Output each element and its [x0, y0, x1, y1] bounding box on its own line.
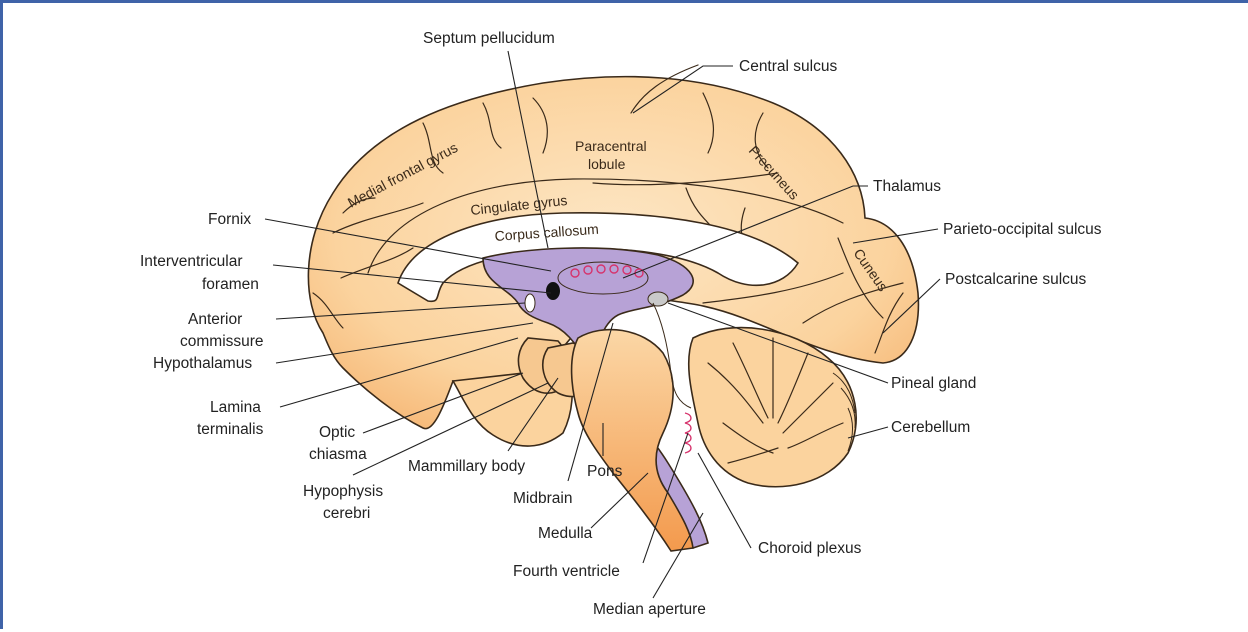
- label-pineal-gland: Pineal gland: [891, 375, 976, 392]
- label-optic-chiasma-line-2: chiasma: [309, 446, 367, 463]
- label-lamina-terminalis-line-2: terminalis: [197, 421, 264, 438]
- label-central-sulcus: Central sulcus: [739, 58, 837, 75]
- label-hypothalamus: Hypothalamus: [153, 355, 252, 372]
- label-postcalcarine-sulcus: Postcalcarine sulcus: [945, 271, 1087, 288]
- label-thalamus: Thalamus: [873, 178, 941, 195]
- label-cerebellum: Cerebellum: [891, 419, 970, 436]
- label-fornix: Fornix: [208, 211, 251, 228]
- brainstem: [572, 330, 693, 551]
- label-fourth-ventricle: Fourth ventricle: [513, 563, 620, 580]
- thalamus-body: [558, 262, 648, 294]
- label-septum-pellucidum: Septum pellucidum: [423, 30, 555, 47]
- paracentral-lobule-label-2: lobule: [588, 156, 626, 172]
- label-mammillary-body: Mammillary body: [408, 458, 525, 475]
- label-midbrain: Midbrain: [513, 490, 572, 507]
- anterior-commissure-body: [525, 294, 535, 312]
- label-hypophysis-line-2: cerebri: [323, 505, 370, 522]
- label-hypophysis-line-1: Hypophysis: [303, 483, 383, 500]
- brain-sagittal-diagram: Medial frontal gyrus Paracentral lobule …: [3, 3, 1248, 632]
- label-pons: Pons: [587, 463, 623, 480]
- label-anterior-commissure-line-1: Anterior: [188, 311, 242, 328]
- label-median-aperture: Median aperture: [593, 601, 706, 618]
- label-lamina-terminalis-line-1: Lamina: [210, 399, 261, 416]
- label-interventricular-line-2: foramen: [202, 276, 259, 293]
- label-medulla: Medulla: [538, 525, 593, 542]
- paracentral-lobule-label-1: Paracentral: [575, 138, 647, 154]
- label-anterior-commissure-line-2: commissure: [180, 333, 264, 350]
- label-parieto-occipital-sulcus: Parieto-occipital sulcus: [943, 221, 1102, 238]
- label-optic-chiasma-line-1: Optic: [319, 424, 355, 441]
- label-choroid-plexus: Choroid plexus: [758, 540, 862, 557]
- pineal-gland-body: [648, 292, 668, 306]
- label-interventricular-line-1: Interventricular: [140, 253, 243, 270]
- interventricular-foramen-spot: [546, 282, 560, 300]
